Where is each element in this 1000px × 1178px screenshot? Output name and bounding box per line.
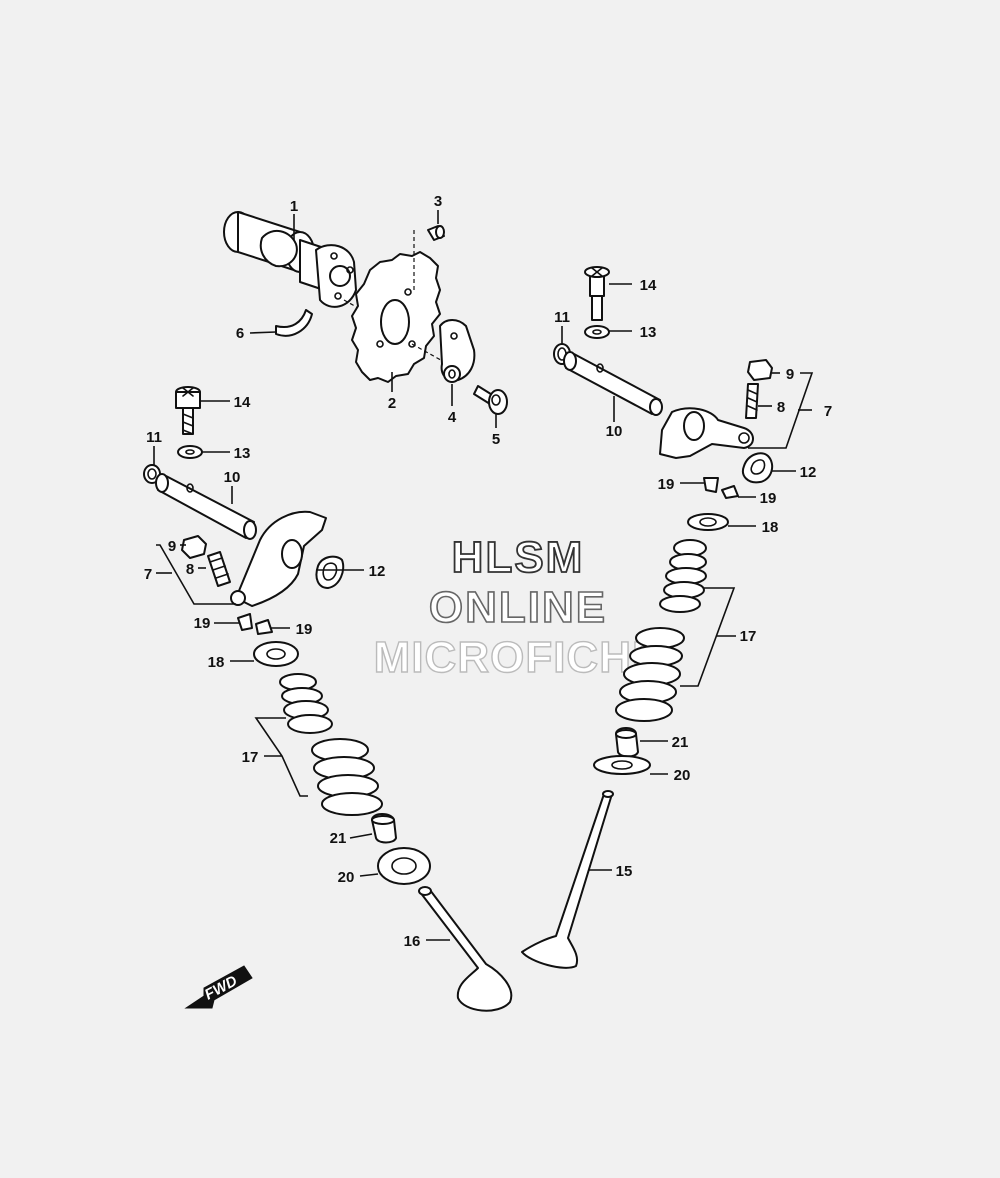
callout-oring-r-11[interactable]: 11 — [554, 309, 570, 326]
callout-seat-l-20[interactable]: 20 — [338, 869, 355, 886]
callout-retainer-l-18[interactable]: 18 — [208, 654, 225, 671]
callout-nut-r-9[interactable]: 9 — [786, 366, 794, 383]
watermark-line3: MICROFICHE — [374, 633, 663, 682]
right-valve-spring-inner — [659, 539, 707, 613]
callout-spring-r-17[interactable]: 17 — [740, 628, 757, 645]
callout-rocker-arm-l-7[interactable]: 7 — [144, 566, 152, 583]
lock-plate-drawing[interactable] — [439, 319, 476, 383]
callout-retainer-r-18[interactable]: 18 — [762, 519, 779, 536]
left-valve-spring-outer — [311, 738, 383, 816]
callout-valve-l-16[interactable]: 16 — [404, 933, 421, 950]
right-rocker-assembly-drawing[interactable] — [521, 266, 774, 969]
callout-bolt-r-14[interactable]: 14 — [640, 277, 657, 294]
callout-plate-4[interactable]: 4 — [448, 409, 457, 426]
callout-screw-l-8[interactable]: 8 — [186, 561, 194, 578]
right-valve-spring-outer — [615, 627, 685, 722]
callout-washer-l-13[interactable]: 13 — [234, 445, 251, 462]
callout-bolt-l-14[interactable]: 14 — [234, 394, 251, 411]
callout-seal-r-21[interactable]: 21 — [672, 734, 689, 751]
pin-drawing[interactable] — [427, 225, 445, 241]
callout-spring-l-17[interactable]: 17 — [242, 749, 259, 766]
callout-cotter-r-19a[interactable]: 19 — [658, 476, 675, 493]
callout-cotter-r-19b[interactable]: 19 — [760, 490, 777, 507]
left-rocker-assembly-drawing[interactable] — [143, 386, 513, 1012]
callout-washer-r-13[interactable]: 13 — [640, 324, 657, 341]
callout-cotter-l-19b[interactable]: 19 — [296, 621, 313, 638]
watermark: HLSM ONLINE MICROFICHE — [373, 532, 663, 683]
circlip-drawing[interactable] — [275, 309, 313, 337]
callout-clip-6[interactable]: 6 — [236, 325, 244, 342]
callout-labels: 1 2 3 4 5 6 7 8 9 10 11 12 13 14 14 11 1… — [144, 193, 832, 950]
callout-bolt-5[interactable]: 5 — [492, 431, 500, 448]
callout-rocker-arm-r-7[interactable]: 7 — [824, 403, 832, 420]
watermark-line2: ONLINE — [429, 583, 607, 632]
callout-gasket-r-12[interactable]: 12 — [800, 464, 817, 481]
leader-lines — [153, 210, 814, 941]
watermark-line1: HLSM — [452, 533, 585, 582]
callout-cam-1[interactable]: 1 — [290, 198, 298, 215]
callout-shaft-r-10[interactable]: 10 — [606, 423, 623, 440]
left-valve-spring-inner — [279, 673, 333, 734]
callout-screw-r-8[interactable]: 8 — [777, 399, 785, 416]
callout-shaft-l-10[interactable]: 10 — [224, 469, 241, 486]
callout-oring-l-11[interactable]: 11 — [146, 429, 162, 446]
callout-seat-r-20[interactable]: 20 — [674, 767, 691, 784]
callout-pin-3[interactable]: 3 — [434, 193, 442, 210]
callout-cotter-l-19a[interactable]: 19 — [194, 615, 211, 632]
callout-nut-l-9[interactable]: 9 — [168, 538, 176, 555]
callout-sprocket-2[interactable]: 2 — [388, 395, 396, 412]
callout-seal-l-21[interactable]: 21 — [330, 830, 347, 847]
callout-gasket-l-12[interactable]: 12 — [369, 563, 386, 580]
camshaft-drawing[interactable] — [223, 211, 377, 319]
callout-valve-r-15[interactable]: 15 — [616, 863, 633, 880]
cam-bolt-drawing[interactable] — [473, 385, 508, 415]
cam-sprocket-drawing[interactable] — [351, 230, 449, 383]
